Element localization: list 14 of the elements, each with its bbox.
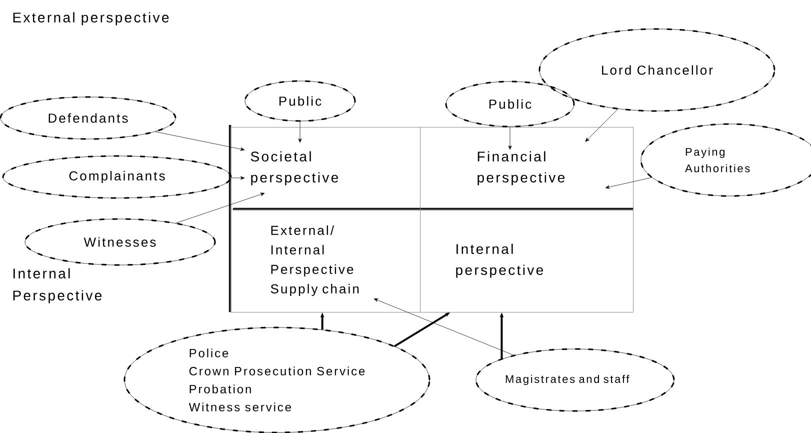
arrow bbox=[585, 108, 618, 142]
arrow bbox=[605, 177, 652, 189]
arrow bbox=[298, 121, 302, 143]
arrow bbox=[374, 298, 514, 356]
quadrant-cell: Financial perspective bbox=[420, 127, 634, 210]
arrow bbox=[154, 131, 245, 151]
quadrant-cell: Internal perspective bbox=[420, 209, 634, 312]
arrow bbox=[508, 126, 512, 150]
arrow bbox=[230, 176, 245, 180]
quadrant-cell: External/ Internal Perspective Supply chain bbox=[230, 209, 420, 312]
quadrant-cell: Societal perspective bbox=[230, 127, 420, 210]
section-label: External perspective bbox=[13, 12, 169, 26]
section-label: Internal Perspective bbox=[13, 268, 102, 304]
arrow bbox=[176, 192, 265, 224]
